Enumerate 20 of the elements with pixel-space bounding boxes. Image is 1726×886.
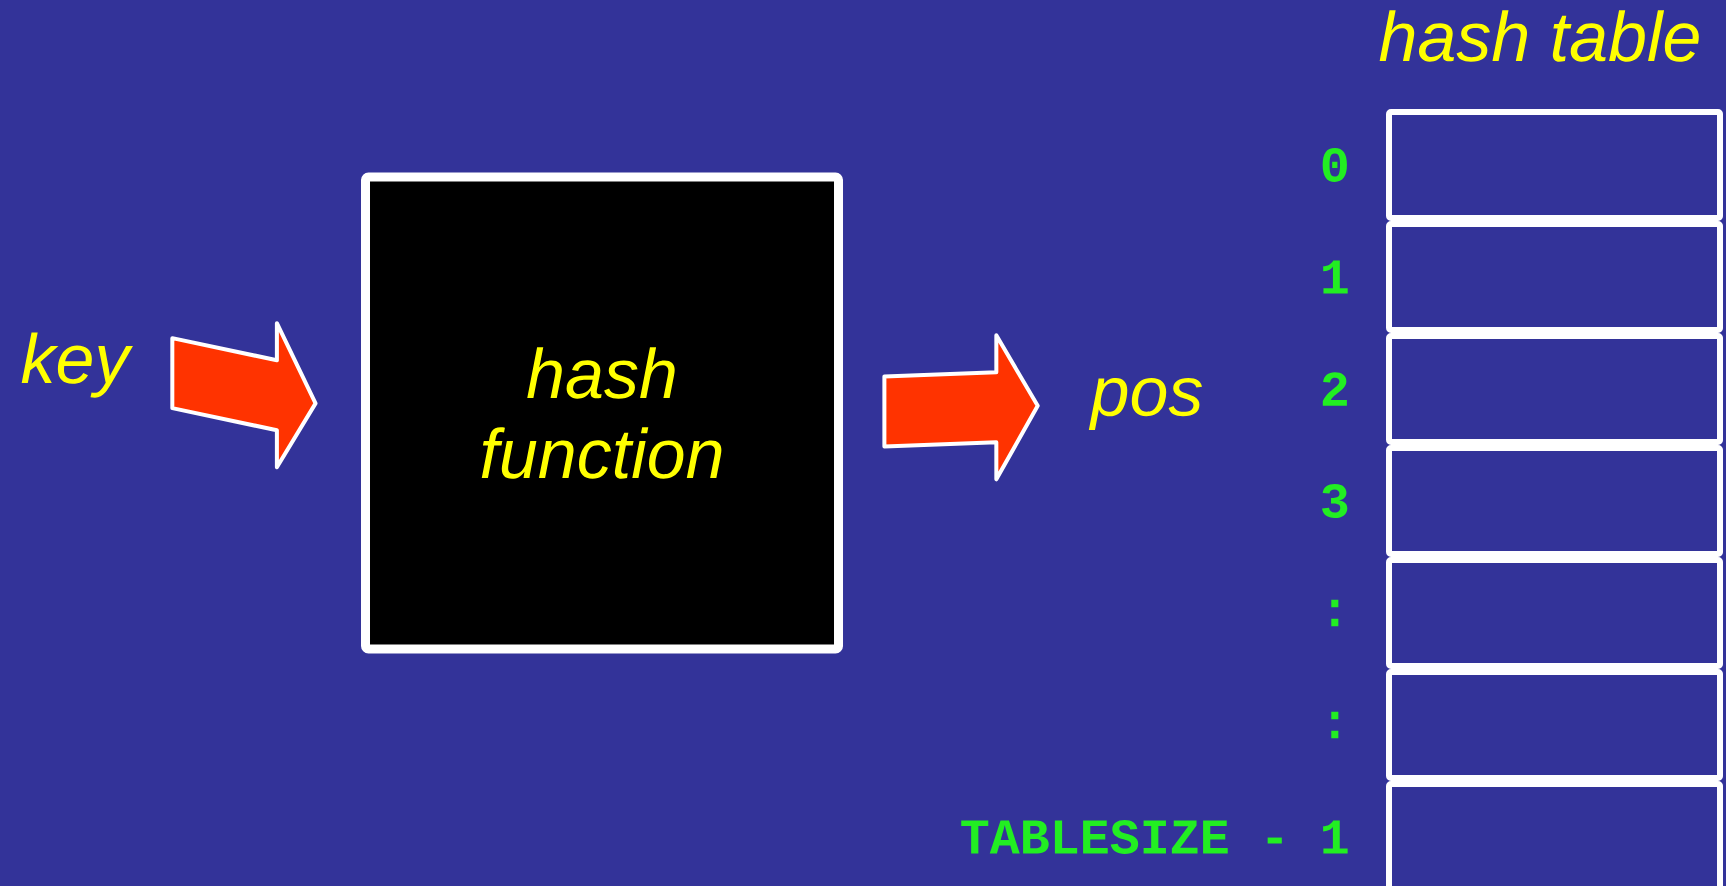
title: hash table [1379, 10, 1699, 62]
table-cell [1386, 221, 1723, 333]
table-cell [1386, 445, 1723, 557]
table-cell [1386, 333, 1723, 445]
table-cell [1386, 669, 1723, 781]
row-index: TABLESIZE - 1 [961, 820, 1348, 854]
row-index: 0 [1322, 148, 1347, 182]
block-arrow [170, 321, 318, 470]
table-cell [1386, 557, 1723, 669]
row-index: : [1331, 599, 1339, 627]
label-text: pos [1088, 377, 1202, 431]
label-text: key [21, 332, 133, 398]
block-arrow [882, 333, 1040, 482]
function-box: hash function [361, 172, 843, 654]
row-index: 3 [1322, 484, 1348, 518]
row-index: 1 [1323, 260, 1348, 294]
table-cell [1386, 109, 1723, 221]
row-index: 2 [1322, 372, 1347, 406]
table-cell [1386, 781, 1723, 886]
row-index: : [1331, 711, 1339, 739]
